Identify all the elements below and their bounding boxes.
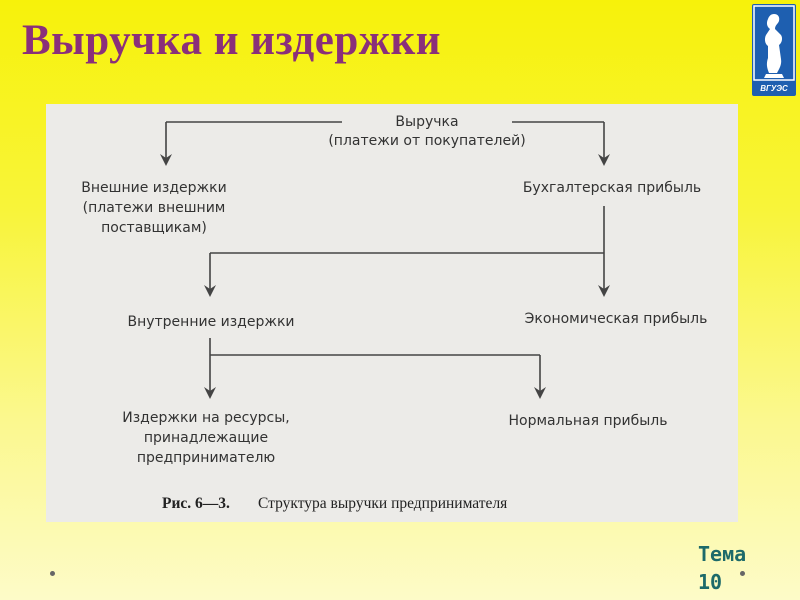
figure-caption-text: Структура выручки предпринимателя (258, 495, 507, 512)
topic-label-block: Тема 10 (698, 540, 746, 596)
figure-caption-prefix: Рис. 6—3. (162, 495, 230, 512)
university-logo: ВГУЭС (752, 4, 796, 96)
arrowhead (598, 154, 610, 166)
topic-label: Тема (698, 542, 747, 566)
diagram-connectors (165, 121, 605, 392)
node-external-costs-line2: (платежи внешним (83, 200, 226, 216)
diagram-arrowheads (160, 154, 610, 399)
arrowhead (534, 387, 546, 399)
arrowhead (160, 154, 172, 166)
arrowhead (598, 285, 610, 297)
node-accounting-profit: Бухгалтерская прибыль (523, 180, 701, 196)
node-external-costs-line3: поставщикам) (101, 220, 207, 236)
node-normal-profit: Нормальная прибыль (509, 413, 668, 429)
footer-bullet-right (740, 571, 745, 576)
statue-emblem-icon (753, 5, 795, 81)
logo-text: ВГУЭС (760, 84, 788, 93)
node-owner-resource-costs-line3: предпринимателю (137, 450, 276, 466)
arrowhead (204, 285, 216, 297)
arrowhead (204, 387, 216, 399)
footer-bullet-left (50, 571, 55, 576)
node-economic-profit: Экономическая прибыль (525, 311, 708, 327)
slide-title: Выручка и издержки (22, 17, 442, 64)
node-internal-costs: Внутренние издержки (127, 314, 294, 330)
node-external-costs: Внешние издержки (81, 180, 226, 196)
node-owner-resource-costs-line2: принадлежащие (144, 430, 268, 446)
node-owner-resource-costs: Издержки на ресурсы, (122, 410, 289, 426)
topic-number: 10 (698, 570, 723, 594)
node-revenue-note: (платежи от покупателей) (328, 133, 525, 149)
diagram-canvas: Выручка (платежи от покупателей) Внешние… (81, 114, 708, 512)
node-revenue: Выручка (395, 114, 458, 130)
revenue-structure-diagram: Выручка (платежи от покупателей) Внешние… (46, 104, 738, 522)
